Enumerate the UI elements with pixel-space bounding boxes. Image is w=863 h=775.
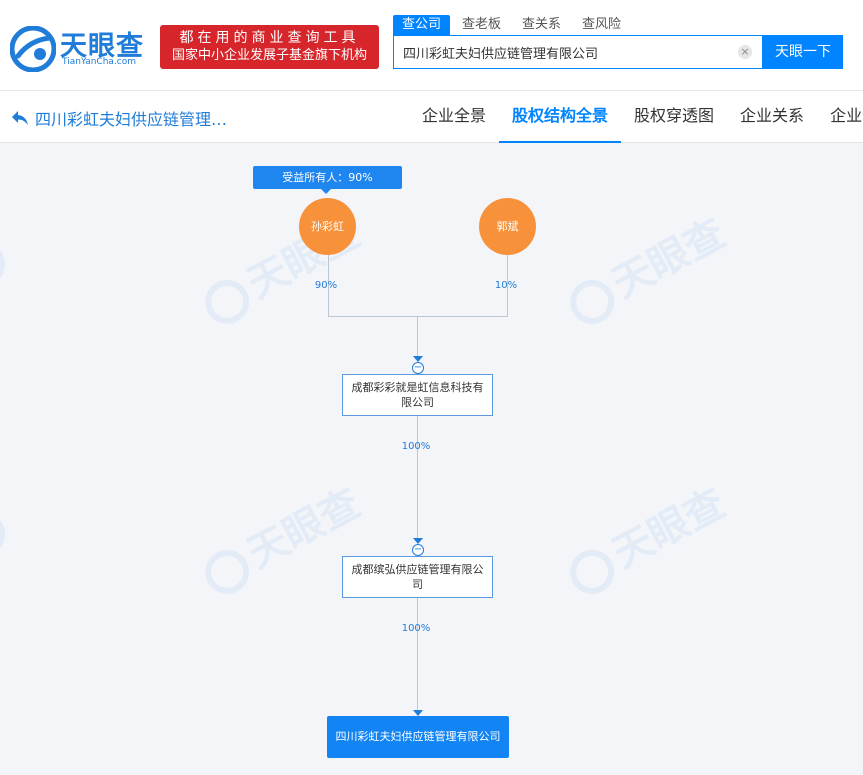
company-node[interactable]: 成都缤弘供应链管理有限公司 [342,556,493,598]
arrow-down-icon [413,538,423,544]
connector-line [417,316,418,356]
search-input[interactable] [394,36,734,68]
collapse-icon[interactable]: − [412,544,424,556]
target-company-node[interactable]: 四川彩虹夫妇供应链管理有限公司 [327,716,509,758]
share-percent: 100% [401,623,431,634]
back-link-label: 四川彩虹夫妇供应链管理… [35,110,228,129]
search-tab-boss[interactable]: 查老板 [462,17,502,32]
nav-tabs: 企业全景 股权结构全景 股权穿透图 企业关系 企业全 [409,91,863,143]
slogan-line-2: 国家中小企业发展子基金旗下机构 [171,48,367,63]
company-nav-bar: 四川彩虹夫妇供应链管理… 企业全景 股权结构全景 股权穿透图 企业关系 企业全 [0,91,863,143]
connector-line [328,253,329,317]
tianyancha-logo[interactable]: 天眼查 TianYanCha.com [10,24,155,72]
back-arrow-icon [12,111,28,125]
connector-line [507,253,508,317]
share-percent: 100% [401,441,431,452]
clear-icon[interactable]: × [738,45,752,59]
collapse-icon[interactable]: − [412,362,424,374]
tab-enterprise-more[interactable]: 企业全 [830,106,863,125]
share-percent: 90% [314,280,338,291]
arrow-down-icon [413,710,423,716]
watermark [0,229,18,294]
search-tab-risk[interactable]: 查风险 [582,17,622,32]
shareholder-person-node[interactable]: 孙彩虹 [299,198,356,255]
watermark: 天眼查 [556,471,733,602]
logo-mark-icon [10,26,56,72]
company-node[interactable]: 成都彩彩就是虹信息科技有限公司 [342,374,493,416]
search-tab-company[interactable]: 查公司 [393,15,451,35]
connector-line [417,598,418,713]
search-box: × [393,35,763,69]
tab-equity-structure[interactable]: 股权结构全景 [499,91,622,143]
logo-subtext: TianYanCha.com [62,57,137,67]
search-button[interactable]: 天眼一下 [763,35,843,69]
tab-overview[interactable]: 企业全景 [422,106,487,125]
slogan-banner: 都在用的商业查询工具 国家中小企业发展子基金旗下机构 [160,25,379,69]
watermark-text: 天眼查 [605,480,733,578]
watermark-logo-icon [0,234,13,294]
back-link[interactable]: 四川彩虹夫妇供应链管理… [11,106,227,130]
top-header: 天眼查 TianYanCha.com 都在用的商业查询工具 国家中小企业发展子基… [0,0,863,91]
arrow-down-icon [413,356,423,362]
beneficial-owner-tag: 受益所有人：90% [253,166,402,194]
connector-line [328,316,508,317]
equity-structure-graph: 天眼查 天眼查 天眼查 天眼查 90% 10% 100% 100% − − 受益… [0,143,863,775]
logo-text: 天眼查 [60,31,144,62]
watermark-text: 天眼查 [605,210,733,308]
share-percent: 10% [494,280,518,291]
shareholder-person-node[interactable]: 郭斌 [479,198,536,255]
search-type-tabs: 查公司 查老板 查关系 查风险 [393,15,642,35]
connector-line [417,416,418,538]
tab-equity-penetration[interactable]: 股权穿透图 [634,106,715,125]
watermark [0,499,18,564]
slogan-line-1: 都在用的商业查询工具 [179,30,360,46]
tab-enterprise-relations[interactable]: 企业关系 [740,106,805,125]
watermark-logo-icon [0,504,13,564]
search-tab-relation[interactable]: 查关系 [522,17,562,32]
watermark: 天眼查 [556,201,733,332]
